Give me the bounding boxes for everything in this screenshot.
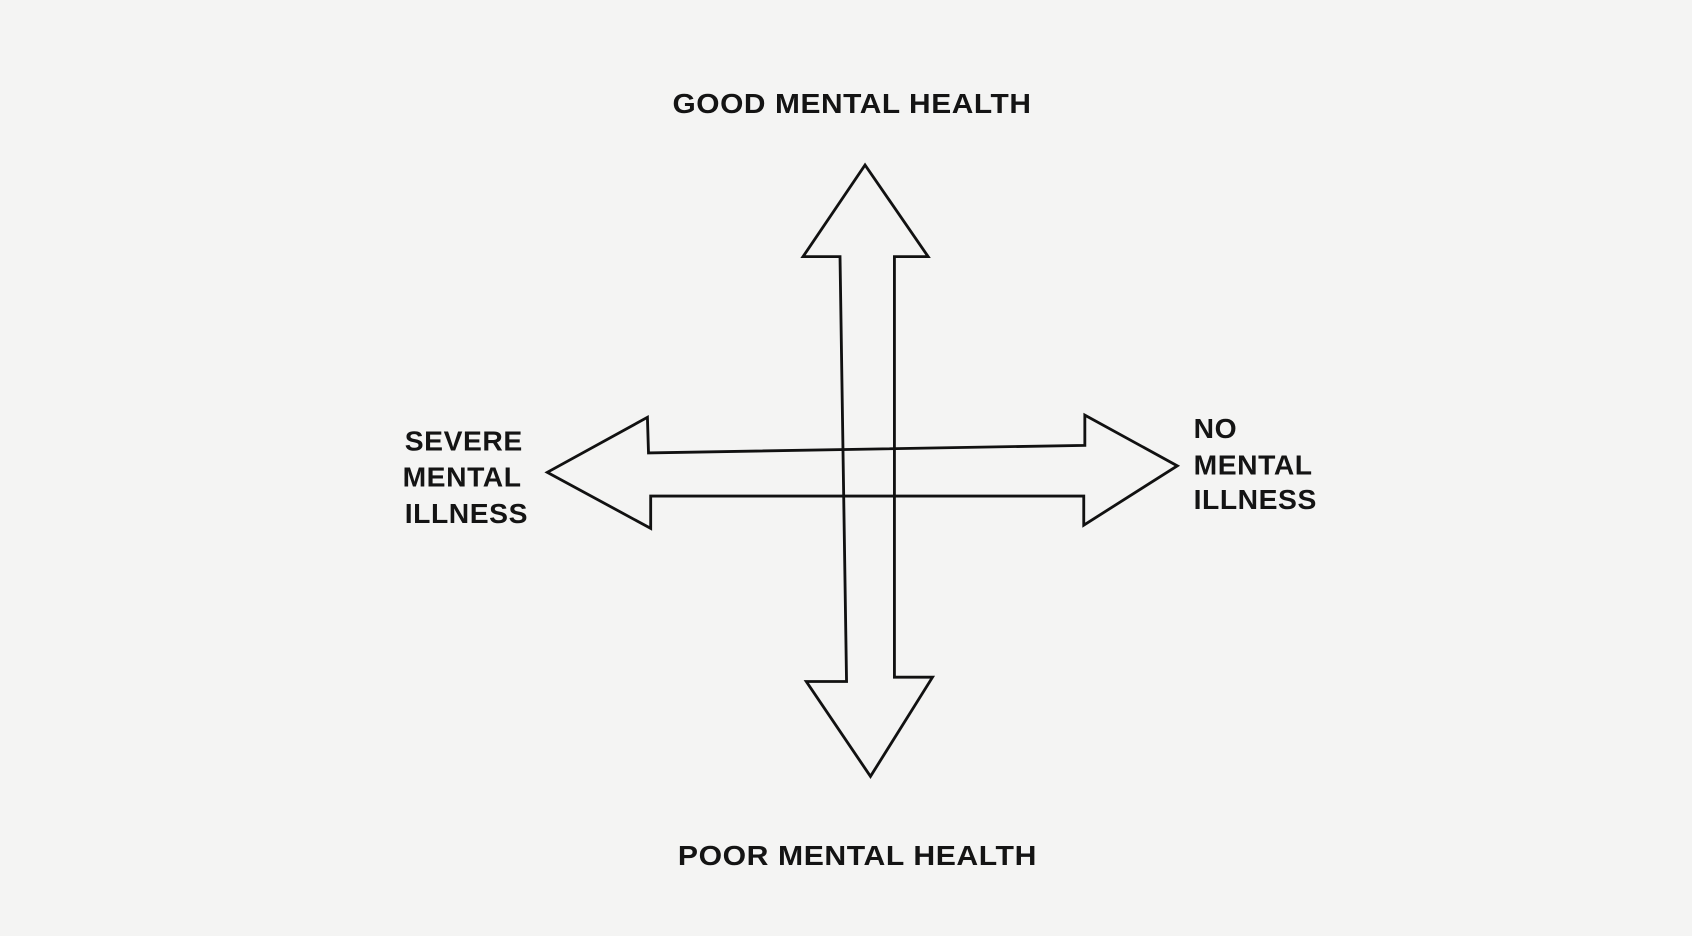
label-severe-mental-illness-line3: ILLNESS bbox=[405, 498, 528, 529]
label-severe-mental-illness-line1: SEVERE bbox=[405, 426, 523, 457]
label-severe-mental-illness-line2: MENTAL bbox=[403, 461, 522, 492]
label-no-mental-illness-line1: NO bbox=[1194, 413, 1238, 444]
label-no-mental-illness-line3: ILLNESS bbox=[1194, 484, 1317, 515]
vertical-double-arrow bbox=[800, 162, 936, 779]
label-good-mental-health: GOOD MENTAL HEALTH bbox=[672, 88, 1031, 119]
horizontal-double-arrow bbox=[544, 412, 1181, 531]
label-no-mental-illness-line2: MENTAL bbox=[1194, 450, 1313, 481]
label-poor-mental-health: POOR MENTAL HEALTH bbox=[678, 840, 1037, 871]
